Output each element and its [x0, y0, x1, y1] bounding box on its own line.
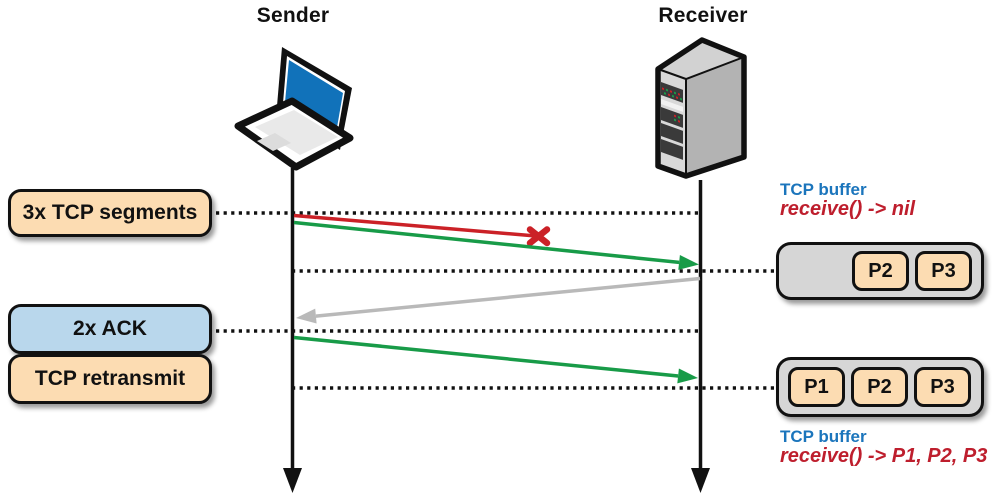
packet: P2	[852, 251, 909, 291]
event-box-segments: 3x TCP segments	[8, 189, 212, 237]
sender-label: Sender	[256, 4, 330, 27]
laptop-icon	[234, 47, 354, 171]
event-box-retransmit: TCP retransmit	[8, 354, 212, 404]
packet: P1	[788, 367, 845, 407]
tcp-buffer-caption-2: TCP buffer	[780, 427, 867, 446]
sender-timeline	[283, 168, 302, 493]
tcp-buffer-box-2: P1 P2 P3	[776, 357, 984, 417]
tcp-buffer-caption-1: TCP buffer	[780, 180, 867, 199]
segment-arrow	[293, 220, 699, 270]
lost-segment-arrow	[293, 213, 537, 238]
event-box-ack: 2x ACK	[8, 304, 212, 354]
tcp-buffer-box-1: P2 P3	[776, 242, 984, 300]
receive-result-1: receive() -> nil	[780, 198, 916, 220]
packet: P2	[851, 367, 908, 407]
receiver-label: Receiver	[658, 4, 748, 27]
receive-result-2: receive() -> P1, P2, P3	[780, 445, 988, 467]
server-icon	[655, 37, 747, 179]
receiver-timeline	[691, 180, 710, 493]
packet: P3	[914, 367, 971, 407]
retransmit-arrow	[293, 335, 698, 384]
packet: P3	[915, 251, 972, 291]
ack-arrow	[296, 276, 701, 324]
x-mark-icon	[526, 226, 551, 247]
server-led-lights	[662, 87, 682, 101]
